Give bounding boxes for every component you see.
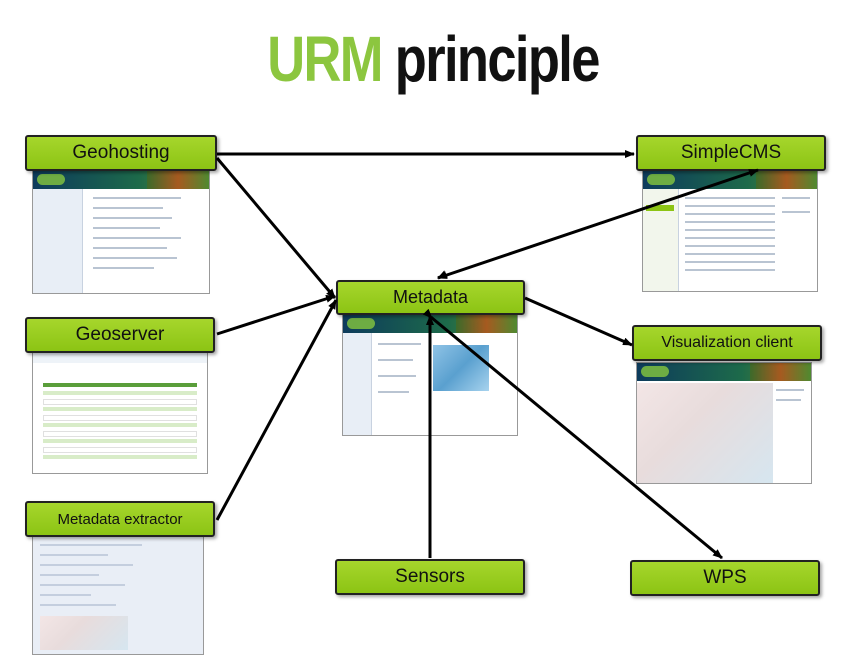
sensors-node: Sensors [335,559,525,595]
geoserver-screenshot [32,352,208,474]
visualization-client-label: Visualization client [661,334,793,351]
arrow-geoserver-metadata [216,294,336,336]
metadata-screenshot [342,314,518,436]
simplecms-screenshot [642,170,818,292]
metadata-extractor-screenshot [32,535,204,655]
metadata-label: Metadata [392,287,469,307]
geohosting-label: Geohosting [72,142,170,163]
arrow-extractor-metadata [215,299,338,521]
title-rest: principle [394,23,601,95]
geohosting-screenshot [32,170,210,294]
geohosting-node: Geohosting [25,135,217,171]
metadata-node: Metadata [336,280,525,315]
arrow-metadata-visualization [524,296,633,347]
sensors-label: Sensors [395,566,465,587]
geoserver-node: Geoserver [25,317,215,353]
simplecms-label: SimpleCMS [680,142,782,163]
metadata-extractor-node: Metadata extractor [25,501,215,537]
wps-node: WPS [630,560,820,596]
visualization-client-screenshot [636,362,812,484]
visualization-client-node: Visualization client [632,325,822,361]
geoserver-label: Geoserver [75,324,165,345]
wps-label: WPS [703,567,747,588]
metadata-extractor-label: Metadata extractor [57,510,183,528]
diagram-title: URM principle [78,22,788,96]
arrow-geohosting-metadata [215,157,337,299]
title-highlight: URM [267,23,383,95]
simplecms-node: SimpleCMS [636,135,826,171]
